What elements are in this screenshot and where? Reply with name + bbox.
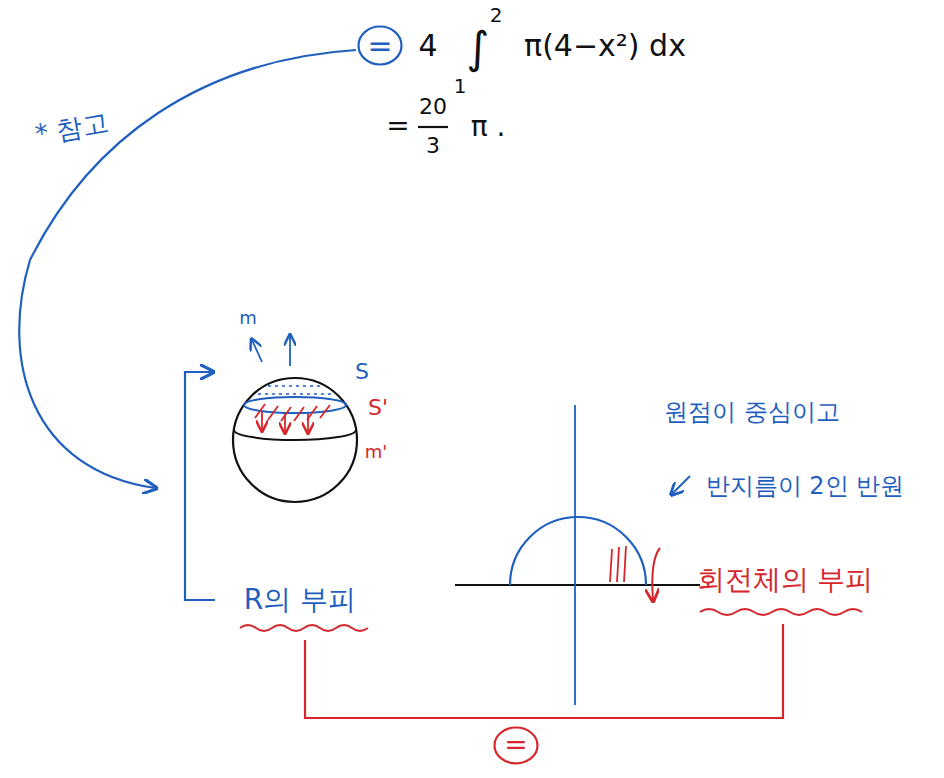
- note: 원점이 중심이고: [664, 399, 840, 425]
- bracket: [185, 372, 215, 600]
- symbol: =: [367, 29, 392, 62]
- graph: [455, 405, 700, 705]
- volume-label: R의 부피: [244, 585, 356, 616]
- integral-sign: ∫: [467, 24, 490, 72]
- note: * 참고: [33, 108, 110, 149]
- pointer-arrow: [672, 476, 690, 494]
- point-label: m': [365, 442, 387, 462]
- symbol: =: [504, 730, 527, 761]
- surface-label: S: [355, 360, 369, 384]
- denominator: 3: [426, 134, 440, 158]
- lower-limit: 1: [454, 75, 467, 97]
- integrand: π(4−x²) dx: [524, 29, 686, 62]
- pi-factor: π .: [471, 112, 506, 143]
- upper-limit: 2: [490, 4, 503, 26]
- sphere-sketch: [233, 336, 357, 502]
- volume-label: 회전체의 부피: [697, 565, 874, 596]
- wavy-underline: [700, 609, 862, 615]
- circled-equals: =: [357, 25, 403, 66]
- reference-curve: [19, 50, 356, 488]
- fraction-bar: [418, 126, 448, 128]
- equals-sign: =: [386, 111, 409, 142]
- numerator: 20: [419, 95, 447, 119]
- point-label: m: [239, 308, 257, 328]
- surface-label: S': [368, 396, 388, 420]
- note: 반지름이 2인 반원: [706, 473, 905, 499]
- coefficient: 4: [418, 29, 437, 62]
- circled-equals: =: [493, 726, 539, 765]
- wavy-underline: [240, 625, 368, 631]
- bracket: [305, 624, 783, 718]
